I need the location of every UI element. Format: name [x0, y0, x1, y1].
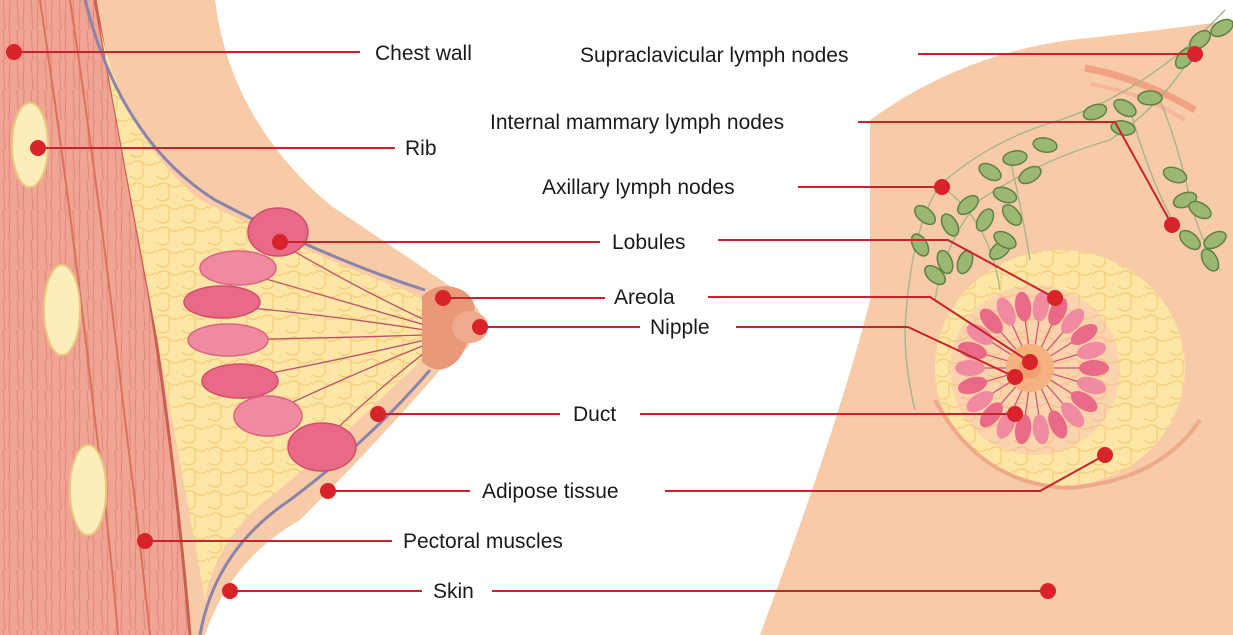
dot-adipose-front: [1097, 447, 1113, 463]
label-axillary: Axillary lymph nodes: [542, 176, 735, 199]
label-skin: Skin: [433, 580, 474, 603]
dot-pectoral: [137, 533, 153, 549]
dot-skin-front: [1040, 583, 1056, 599]
dot-supraclavicular: [1187, 46, 1203, 62]
dot-nipple-front: [1007, 369, 1023, 385]
dot-skin: [222, 583, 238, 599]
label-areola: Areola: [614, 286, 675, 309]
front-view-section: [760, 10, 1233, 635]
dot-adipose: [320, 483, 336, 499]
label-internal-mammary: Internal mammary lymph nodes: [490, 111, 784, 134]
label-chest-wall: Chest wall: [375, 42, 472, 65]
dot-axillary: [934, 179, 950, 195]
dot-duct: [370, 406, 386, 422]
label-nipple: Nipple: [650, 316, 710, 339]
label-supraclavicular: Supraclavicular lymph nodes: [580, 44, 848, 67]
dot-duct-front: [1007, 406, 1023, 422]
dot-lobules: [272, 234, 288, 250]
label-adipose-tissue: Adipose tissue: [482, 480, 619, 503]
label-lobules: Lobules: [612, 231, 686, 254]
dot-rib: [30, 140, 46, 156]
front-lobule: [955, 360, 985, 376]
lymph-node: [1138, 91, 1162, 105]
dot-internal-mammary: [1164, 217, 1180, 233]
label-duct: Duct: [573, 403, 616, 426]
label-rib: Rib: [405, 137, 437, 160]
dot-areola-front: [1022, 354, 1038, 370]
dot-nipple: [472, 319, 488, 335]
label-pectoral-muscles: Pectoral muscles: [403, 530, 563, 553]
front-lobule: [1079, 360, 1109, 376]
dot-chest-wall: [6, 44, 22, 60]
dot-areola: [435, 290, 451, 306]
dot-lobules-front: [1047, 290, 1063, 306]
